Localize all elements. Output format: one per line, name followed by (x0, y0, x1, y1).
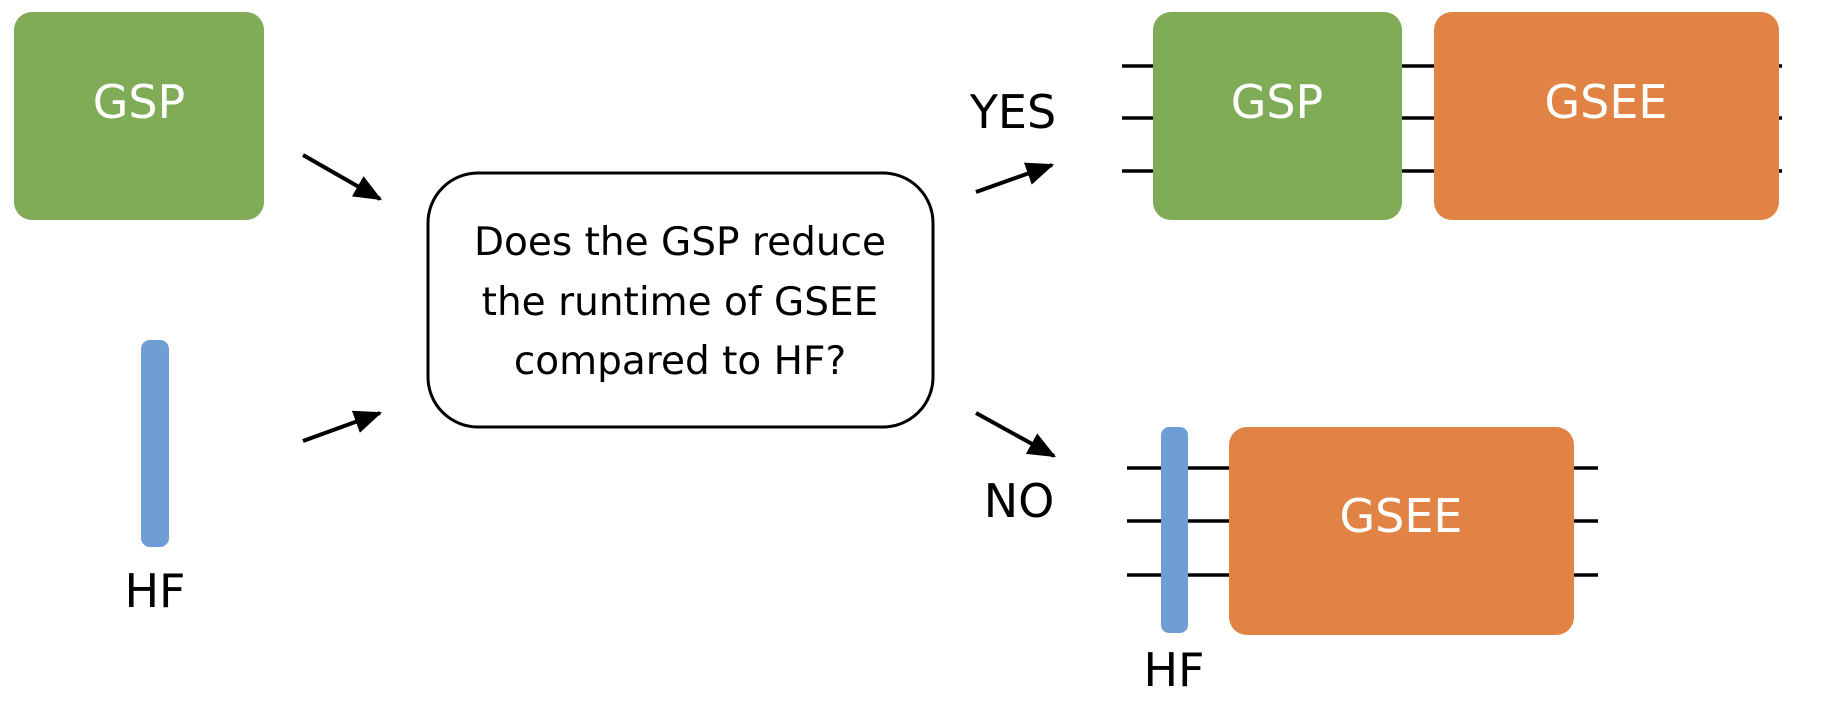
yes-gsp-box (1153, 12, 1402, 220)
arrow-hf-to-question (302, 410, 383, 443)
input-gsp-block: GSP (14, 12, 264, 220)
yes-gsp-label: GSP (1231, 75, 1324, 129)
question-line-2: the runtime of GSEE (482, 280, 879, 325)
yes-gsee-box (1434, 12, 1779, 220)
no-gsee-box (1229, 427, 1574, 635)
question-line-1: Does the GSP reduce (474, 220, 886, 265)
no-circuit: HF GSEE (1127, 427, 1598, 697)
arrow-gsp-to-question (302, 153, 383, 201)
question-block: Does the GSP reduce the runtime of GSEE … (426, 171, 935, 429)
gsp-box (14, 12, 264, 220)
arrow-no-branch (975, 411, 1057, 458)
input-hf-block: HF (124, 340, 186, 618)
gsp-box-label: GSP (93, 75, 186, 129)
hf-bar (141, 340, 169, 547)
hf-bar-label: HF (124, 564, 185, 618)
yes-label: YES (969, 85, 1056, 139)
arrow-yes-branch (975, 162, 1055, 194)
question-box (426, 171, 935, 429)
no-gsee-label: GSEE (1340, 489, 1463, 543)
no-hf-label: HF (1143, 643, 1204, 697)
question-line-3: compared to HF? (514, 339, 846, 384)
yes-circuit: GSP GSEE (1122, 12, 1782, 220)
no-hf-bar (1161, 427, 1188, 633)
yes-gsee-label: GSEE (1545, 75, 1668, 129)
no-label: NO (984, 474, 1055, 528)
